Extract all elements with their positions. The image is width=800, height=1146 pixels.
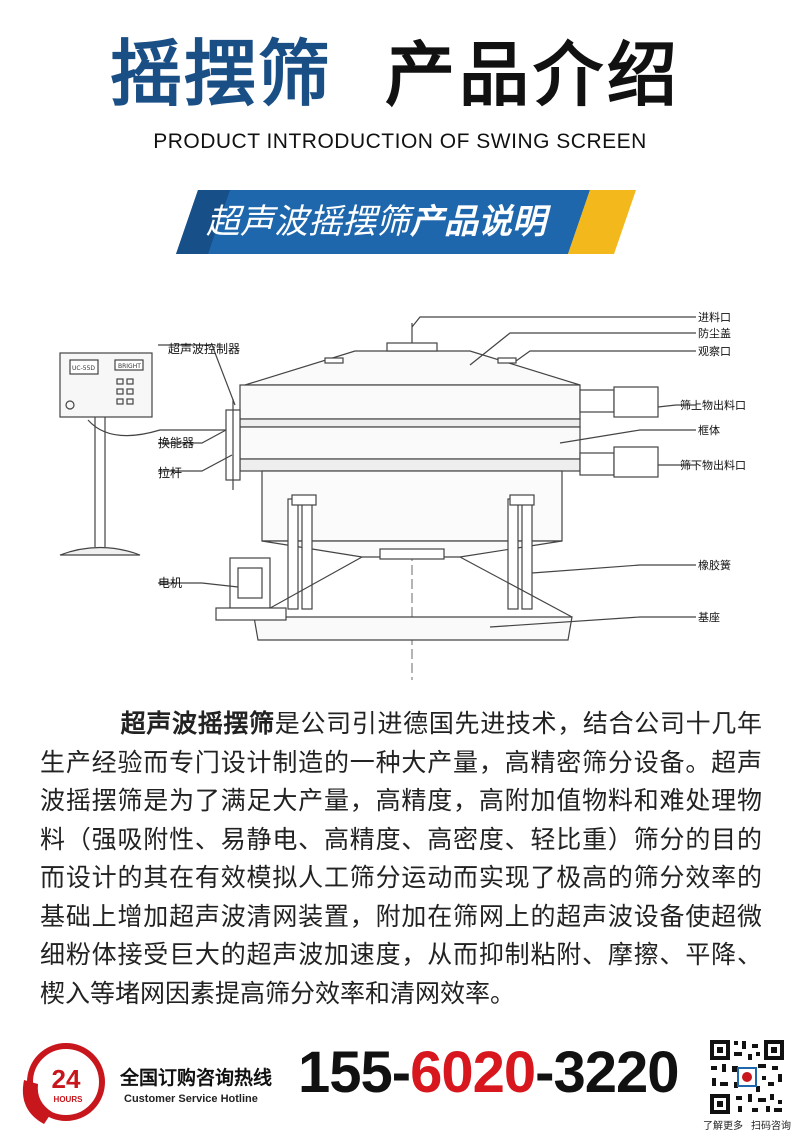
badge-number: 24	[52, 1064, 81, 1094]
page-header: 摇摆筛 产品介绍 PRODUCT INTRODUCTION OF SWING S…	[0, 0, 800, 170]
section-banner	[176, 190, 636, 254]
label-observation-port: 观察口	[698, 344, 731, 358]
label-motor: 电机	[158, 576, 182, 590]
label-dust-cover: 防尘盖	[698, 326, 731, 340]
title-product-intro: 产品介绍	[385, 34, 681, 116]
label-transducer: 换能器	[158, 436, 194, 450]
phone-part-1: 155-	[298, 1040, 411, 1105]
subtitle-english: PRODUCT INTRODUCTION OF SWING SCREEN	[153, 130, 647, 153]
hotline-label: 全国订购咨询热线	[120, 1067, 273, 1089]
label-upper-outlet: 筛上物出料口	[680, 398, 746, 412]
controller-model-text: UC-55D	[72, 365, 95, 372]
label-pull-rod: 拉杆	[158, 465, 182, 480]
hotline-english: Customer Service Hotline	[124, 1093, 258, 1105]
qr-code-icon[interactable]	[708, 1038, 786, 1116]
badge-text: HOURS	[54, 1095, 84, 1104]
label-frame: 框体	[698, 423, 720, 437]
phone-number[interactable]: 155-6020-3220	[298, 1044, 679, 1102]
banner-title: 超声波摇摆筛产品说明	[206, 200, 546, 244]
banner-title-regular: 超声波摇摆筛	[206, 202, 410, 242]
label-lower-outlet: 筛下物出料口	[680, 458, 746, 472]
label-rubber-spring: 橡胶簧	[698, 558, 731, 572]
label-base: 基座	[698, 610, 720, 624]
swing-screen-diagram: UC-55D BRIGHT 超声波控制器 换能器 拉杆 电机 进料口 防尘盖 观…	[59, 310, 746, 680]
phone-part-2: 6020	[410, 1040, 536, 1105]
controller-brand-text: BRIGHT	[118, 363, 141, 370]
title-product-name: 摇摆筛	[110, 32, 333, 116]
label-controller: 超声波控制器	[168, 341, 240, 356]
label-feed-inlet: 进料口	[698, 310, 731, 324]
banner-title-bold: 产品说明	[410, 202, 546, 242]
qr-caption: 了解更多扫码咨询	[703, 1117, 791, 1132]
qr-caption-right: 扫码咨询	[751, 1121, 791, 1132]
phone-part-3: -3220	[535, 1040, 679, 1105]
description-lead: 超声波摇摆筛	[120, 709, 275, 738]
product-description: 超声波摇摆筛是公司引进德国先进技术，结合公司十几年生产经验而专门设计制造的一种大…	[40, 705, 762, 1013]
description-text: 是公司引进德国先进技术，结合公司十几年生产经验而专门设计制造的一种大产量，高精密…	[40, 709, 762, 1008]
qr-caption-left: 了解更多	[703, 1121, 743, 1132]
24-hours-badge: 24 HOURS	[22, 1043, 105, 1124]
